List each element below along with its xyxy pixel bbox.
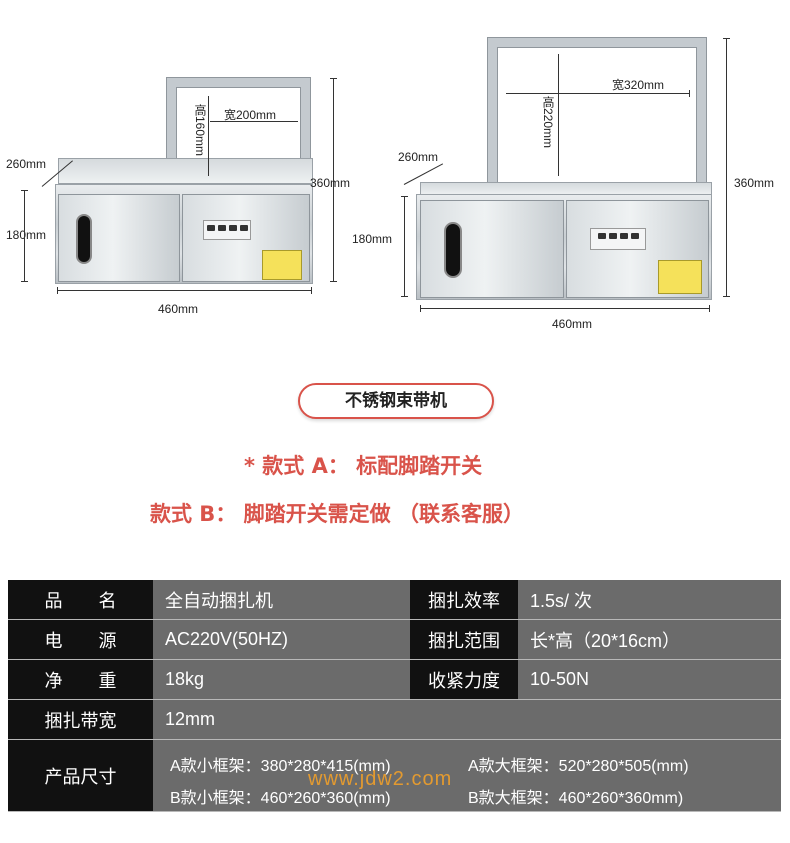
machine-b-width-line (420, 308, 710, 309)
machine-b-body-height-line (404, 196, 405, 296)
table-row: 品 名 全自动捆扎机 捆扎效率 1.5s/ 次 (8, 580, 781, 620)
machine-a-total-height-line (333, 78, 334, 282)
machine-b-depth-label: 260mm (398, 150, 439, 164)
machine-b-frame-height-label: 高220mm (541, 96, 555, 149)
spec-value: 全自动捆扎机 (153, 580, 410, 620)
spec-label: 捆扎效率 (410, 580, 518, 620)
spec-label: 产品尺寸 (8, 740, 153, 812)
machine-b-width-label: 460mm (552, 317, 593, 331)
machine-b-total-height-line (726, 38, 727, 296)
machine-b-frame-width-label: 宽320mm (612, 78, 665, 92)
machine-b-left-door (420, 200, 564, 298)
machine-b-total-height-label: 360mm (734, 176, 775, 190)
machine-b-frame (488, 38, 706, 186)
option-a-text: * 款式 A： 标配脚踏开关 (244, 454, 483, 478)
machine-a-frame (167, 78, 310, 184)
machine-a-warning-label (262, 250, 302, 280)
machine-a-frame-height-line (208, 96, 209, 176)
spec-label: 电 源 (8, 620, 153, 660)
machine-b-warning-label (658, 260, 702, 294)
spec-value: 10-50N (518, 660, 781, 700)
table-row: 产品尺寸 A款小框架：380*280*415(mm) A款大框架：520*280… (8, 740, 781, 812)
machine-a-frame-height-label: 高160mm (193, 104, 207, 157)
machine-a-frame-width-label: 宽200mm (224, 108, 277, 122)
spec-value: 18kg (153, 660, 410, 700)
size-a-small: A款小框架：380*280*415(mm) (170, 758, 391, 775)
spec-value: AC220V(50HZ) (153, 620, 410, 660)
product-title-pill: 不锈钢束带机 (298, 383, 494, 419)
machine-b-control-panel (590, 228, 646, 250)
table-row: 电 源 AC220V(50HZ) 捆扎范围 长*高（20*16cm） (8, 620, 781, 660)
size-a-large: A款大框架：520*280*505(mm) (468, 758, 689, 775)
machine-a-body-height-label: 180mm (6, 228, 47, 242)
machine-b-door-slot (444, 222, 462, 278)
machine-a-width-line (57, 290, 312, 291)
spec-label: 品 名 (8, 580, 153, 620)
table-row: 净 重 18kg 收紧力度 10-50N (8, 660, 781, 700)
machine-a-top (58, 158, 313, 184)
spec-label: 捆扎带宽 (8, 700, 153, 740)
table-row: 捆扎带宽 12mm (8, 700, 781, 740)
spec-value: 1.5s/ 次 (518, 580, 781, 620)
spec-value-sizes (153, 740, 781, 812)
machine-a-door-slot (76, 214, 92, 264)
machine-b-frame-height-line (558, 54, 559, 176)
option-b-text: 款式 B： 脚踏开关需定做 （联系客服） (150, 502, 524, 526)
size-b-small: B款小框架：460*260*360(mm) (170, 790, 391, 807)
machine-a-frame-width-line (210, 121, 298, 122)
machine-a-total-height-label: 360mm (310, 176, 351, 190)
machine-a-depth-label: 260mm (6, 157, 47, 171)
machine-a-width-label: 460mm (158, 302, 199, 316)
spec-label: 净 重 (8, 660, 153, 700)
size-b-large: B款大框架：460*260*360mm) (468, 790, 684, 807)
machine-a-control-panel (203, 220, 251, 240)
spec-value: 12mm (153, 700, 781, 740)
machine-b-frame-width-line (506, 93, 690, 94)
spec-value: 长*高（20*16cm） (518, 620, 781, 660)
watermark: www.jdw2.com (308, 768, 453, 790)
spec-label: 收紧力度 (410, 660, 518, 700)
machine-b-body-height-label: 180mm (352, 232, 393, 246)
spec-label: 捆扎范围 (410, 620, 518, 660)
machine-a-body-height-line (24, 190, 25, 282)
